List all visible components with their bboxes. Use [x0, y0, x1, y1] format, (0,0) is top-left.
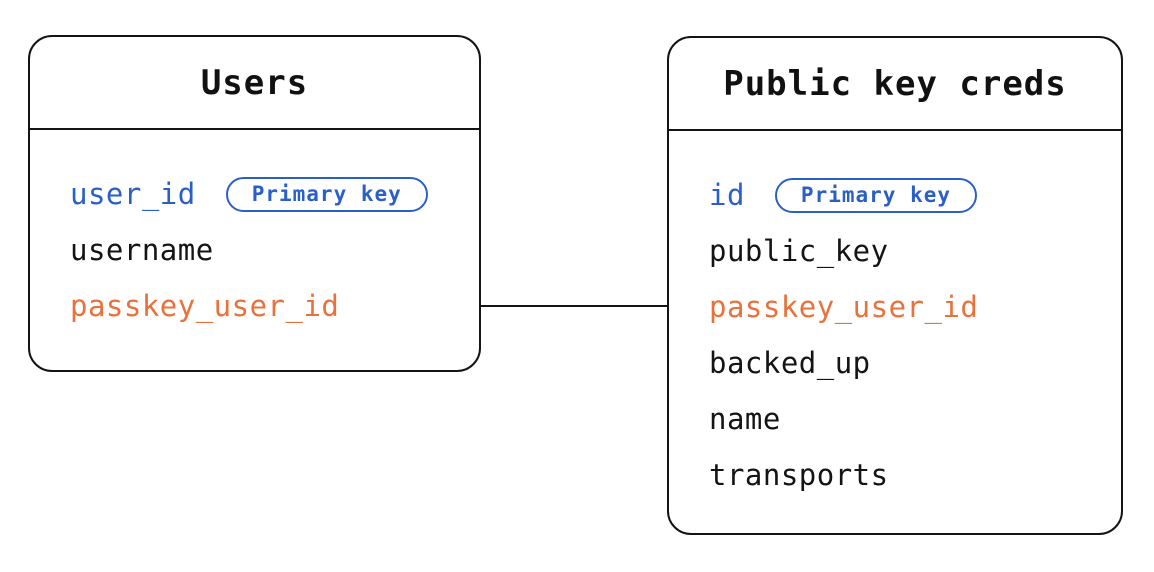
table-row: username — [70, 222, 479, 278]
table-users-fields: user_id Primary key username passkey_use… — [30, 130, 479, 334]
table-public-key-creds: Public key creds id Primary key public_k… — [667, 36, 1123, 535]
field-user-id: user_id — [70, 177, 196, 211]
primary-key-badge: Primary key — [225, 176, 428, 212]
table-row: transports — [709, 447, 1121, 503]
field-backed-up: backed_up — [709, 346, 871, 380]
table-row: user_id Primary key — [70, 166, 479, 222]
table-users-title: Users — [30, 37, 479, 130]
table-row: passkey_user_id — [709, 279, 1121, 335]
field-passkey-user-id: passkey_user_id — [709, 290, 979, 324]
table-row: id Primary key — [709, 167, 1121, 223]
field-name: name — [709, 402, 781, 436]
field-username: username — [70, 233, 214, 267]
table-row: backed_up — [709, 335, 1121, 391]
table-row: public_key — [709, 223, 1121, 279]
table-public-key-creds-fields: id Primary key public_key passkey_user_i… — [669, 131, 1121, 503]
field-passkey-user-id: passkey_user_id — [70, 289, 340, 323]
primary-key-badge: Primary key — [774, 177, 977, 213]
table-row: passkey_user_id — [70, 278, 479, 334]
table-row: name — [709, 391, 1121, 447]
table-public-key-creds-title: Public key creds — [669, 38, 1121, 131]
field-id: id — [709, 178, 745, 212]
table-users: Users user_id Primary key username passk… — [28, 35, 481, 372]
relationship-line — [481, 305, 667, 307]
field-transports: transports — [709, 458, 889, 492]
field-public-key: public_key — [709, 234, 889, 268]
